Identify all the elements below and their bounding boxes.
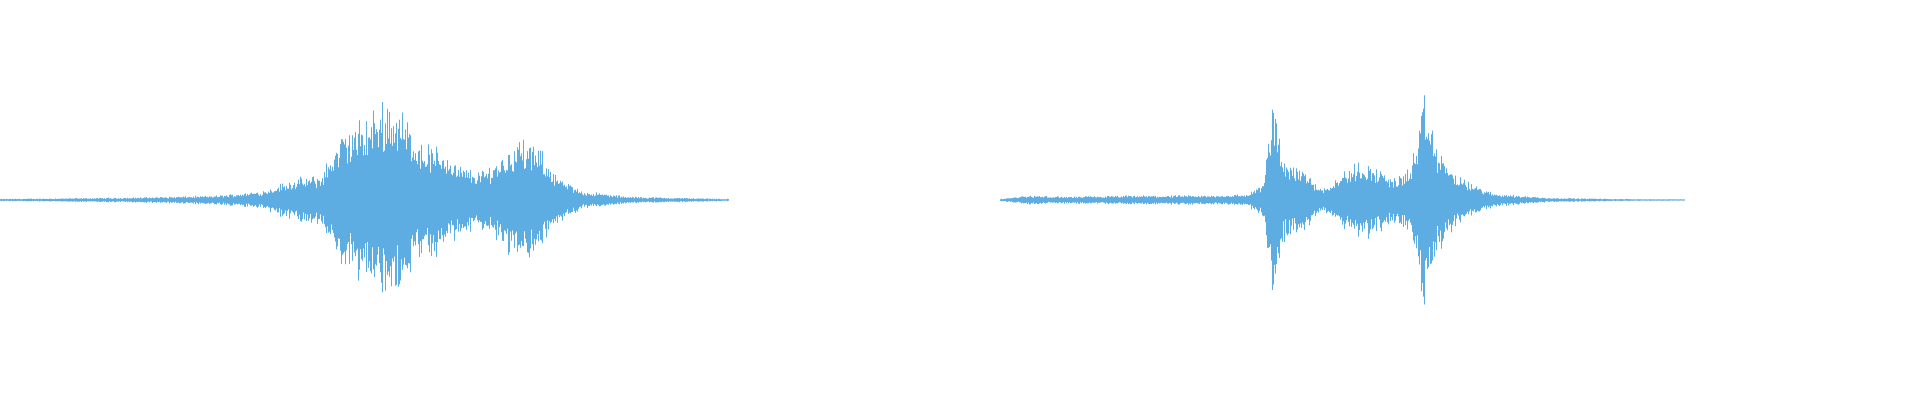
- audio-clip-2-waveform: [1000, 95, 1685, 305]
- audio-clip-1-waveform: [0, 102, 729, 293]
- waveform-path: [0, 102, 729, 293]
